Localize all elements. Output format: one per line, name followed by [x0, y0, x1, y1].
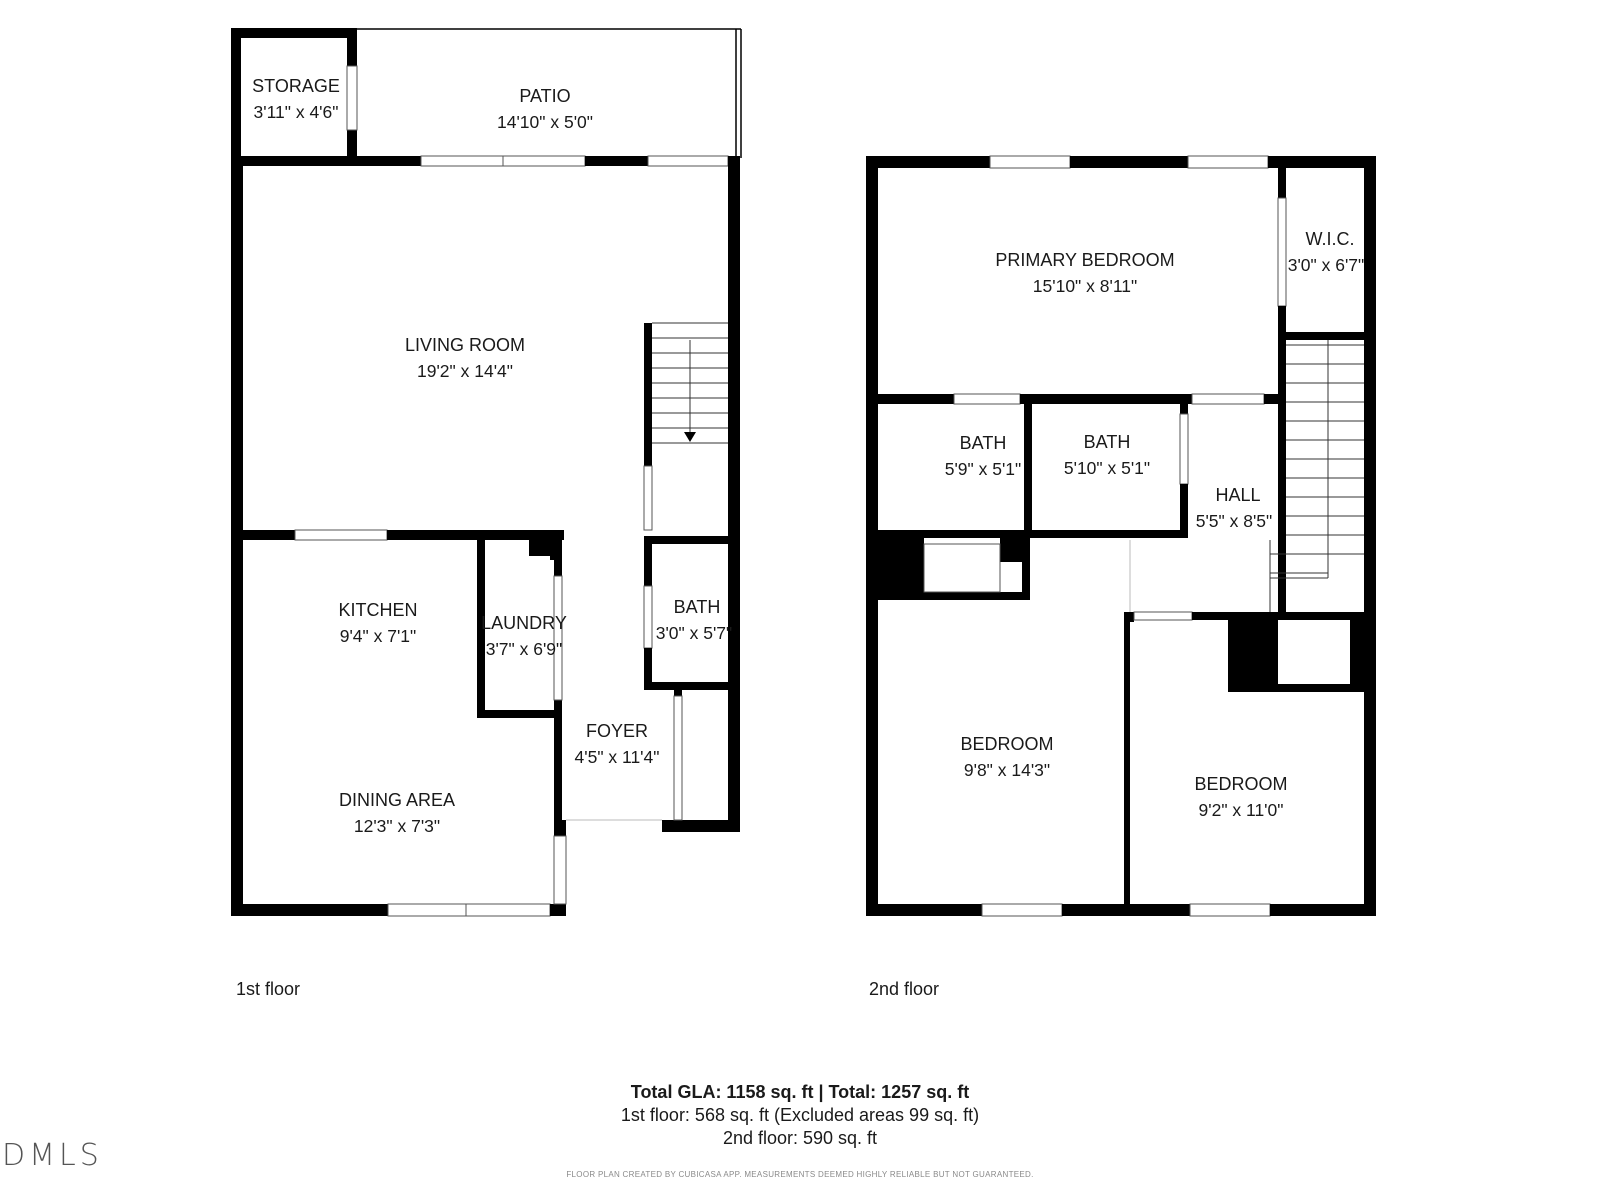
- disclaimer-text: FLOOR PLAN CREATED BY CUBICASA APP. MEAS…: [566, 1170, 1034, 1179]
- first-floor-room-labels: STORAGE 3'11" x 4'6" PATIO 14'10" x 5'0"…: [252, 76, 732, 836]
- room-dimensions: 3'0" x 5'7": [656, 623, 733, 643]
- room-dimensions: 9'4" x 7'1": [340, 626, 417, 646]
- room-dimensions: 14'10" x 5'0": [497, 112, 593, 132]
- room-name: BATH: [960, 433, 1007, 453]
- room-dimensions: 5'10" x 5'1": [1064, 458, 1150, 478]
- room-name: BATH: [674, 597, 721, 617]
- room-dimensions: 9'8" x 14'3": [964, 760, 1050, 780]
- room-dimensions: 9'2" x 11'0": [1199, 800, 1284, 820]
- room-name: PRIMARY BEDROOM: [995, 250, 1174, 270]
- room-name: LIVING ROOM: [405, 335, 525, 355]
- second-floor-room-labels: PRIMARY BEDROOM 15'10" x 8'11" W.I.C. 3'…: [945, 229, 1365, 820]
- room-name: BEDROOM: [1194, 774, 1287, 794]
- room-dimensions: 5'5" x 8'5": [1196, 511, 1273, 531]
- room-dimensions: 19'2" x 14'4": [417, 361, 513, 381]
- room-name: FOYER: [586, 721, 648, 741]
- room-name: LAUNDRY: [481, 613, 567, 633]
- room-name: DINING AREA: [339, 790, 455, 810]
- room-name: BATH: [1084, 432, 1131, 452]
- room-name: PATIO: [519, 86, 570, 106]
- room-name: STORAGE: [252, 76, 340, 96]
- room-dimensions: 15'10" x 8'11": [1033, 276, 1137, 296]
- room-name: BEDROOM: [960, 734, 1053, 754]
- total-gla-line: Total GLA: 1158 sq. ft | Total: 1257 sq.…: [630, 1082, 970, 1102]
- second-floor-caption: 2nd floor: [869, 979, 940, 999]
- room-dimensions: 12'3" x 7'3": [354, 816, 440, 836]
- room-name: HALL: [1215, 485, 1260, 505]
- room-dimensions: 4'5" x 11'4": [575, 747, 660, 767]
- second-floor-area-line: 2nd floor: 590 sq. ft: [722, 1128, 878, 1148]
- dmls-logo: DMLS: [2, 1138, 103, 1173]
- first-floor-area-line: 1st floor: 568 sq. ft (Excluded areas 99…: [620, 1105, 980, 1125]
- room-dimensions: 3'11" x 4'6": [254, 102, 339, 122]
- first-floor-plan: [231, 28, 742, 917]
- room-name: W.I.C.: [1306, 229, 1355, 249]
- room-dimensions: 3'0" x 6'7": [1288, 255, 1365, 275]
- room-dimensions: 3'7" x 6'9": [486, 639, 563, 659]
- first-floor-caption: 1st floor: [236, 979, 301, 999]
- room-dimensions: 5'9" x 5'1": [945, 459, 1022, 479]
- area-totals: Total GLA: 1158 sq. ft | Total: 1257 sq.…: [0, 1081, 1600, 1150]
- second-floor-plan: [866, 155, 1376, 917]
- room-name: KITCHEN: [338, 600, 417, 620]
